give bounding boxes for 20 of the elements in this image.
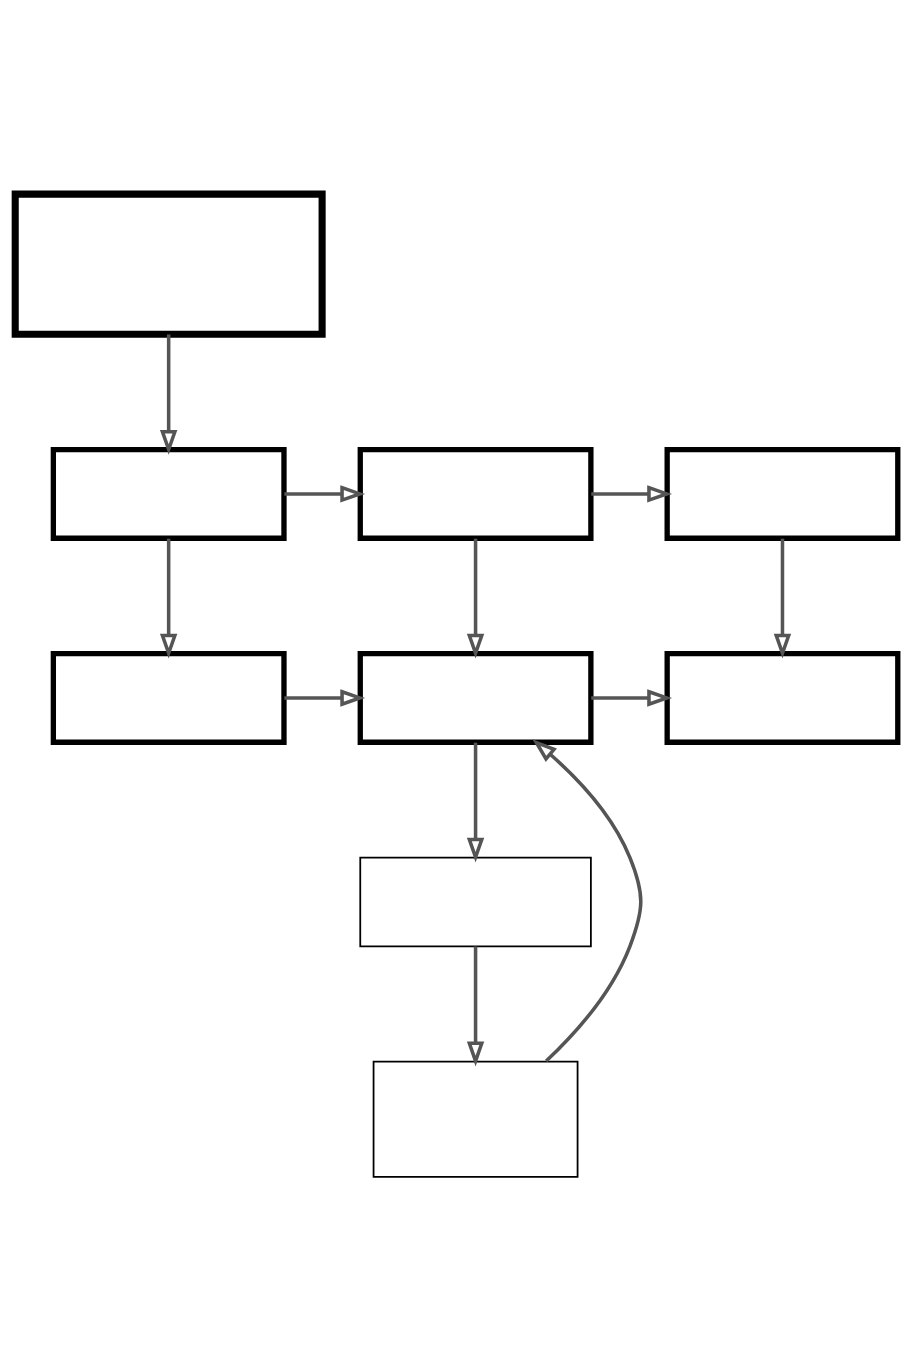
node-box xyxy=(664,650,901,745)
arrow xyxy=(773,538,792,659)
arrow xyxy=(159,334,178,455)
node-box xyxy=(664,446,901,541)
node-box xyxy=(50,650,287,745)
node-box xyxy=(359,856,592,948)
arrow xyxy=(466,742,485,863)
arrow xyxy=(532,739,643,1063)
arrow xyxy=(466,946,485,1067)
arrow xyxy=(159,538,178,659)
arrow xyxy=(466,538,485,659)
arrow xyxy=(284,485,366,503)
node-box xyxy=(357,446,594,541)
node-box xyxy=(11,190,326,338)
node-box xyxy=(50,446,287,541)
node-box xyxy=(357,650,594,745)
arrow xyxy=(284,689,366,707)
arrow xyxy=(591,485,673,503)
arrow xyxy=(591,689,673,707)
node-box xyxy=(372,1060,579,1178)
